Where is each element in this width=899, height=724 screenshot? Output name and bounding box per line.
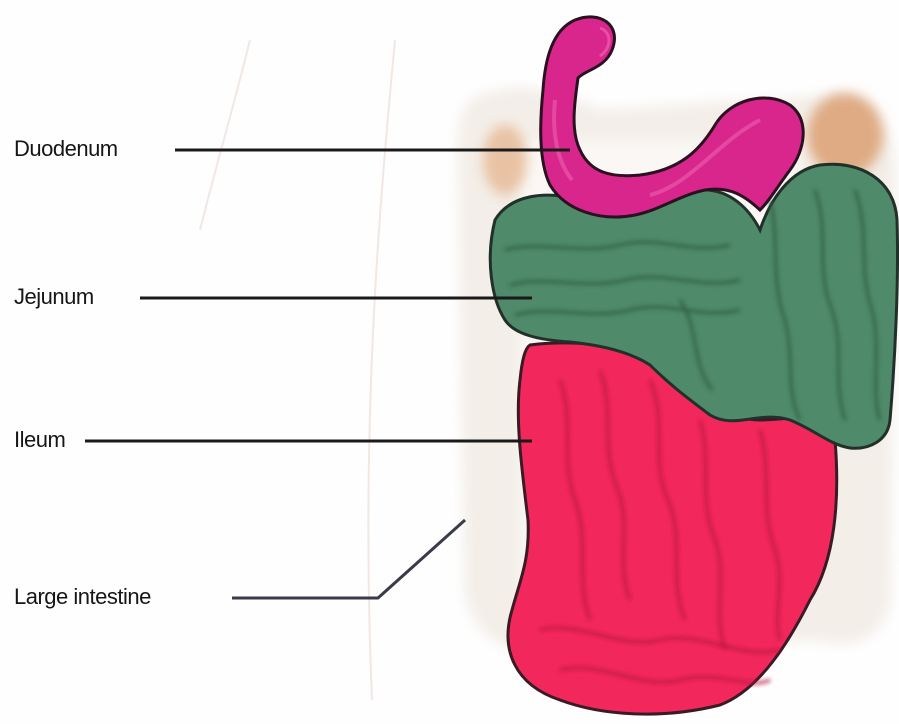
background-strokes (200, 40, 395, 700)
large-intestine-label: Large intestine (14, 584, 151, 610)
large-intestine-leader-line (232, 520, 465, 598)
ileum-label: Ileum (14, 427, 65, 453)
duodenum-label: Duodenum (14, 136, 118, 162)
jejunum-label: Jejunum (14, 284, 94, 310)
